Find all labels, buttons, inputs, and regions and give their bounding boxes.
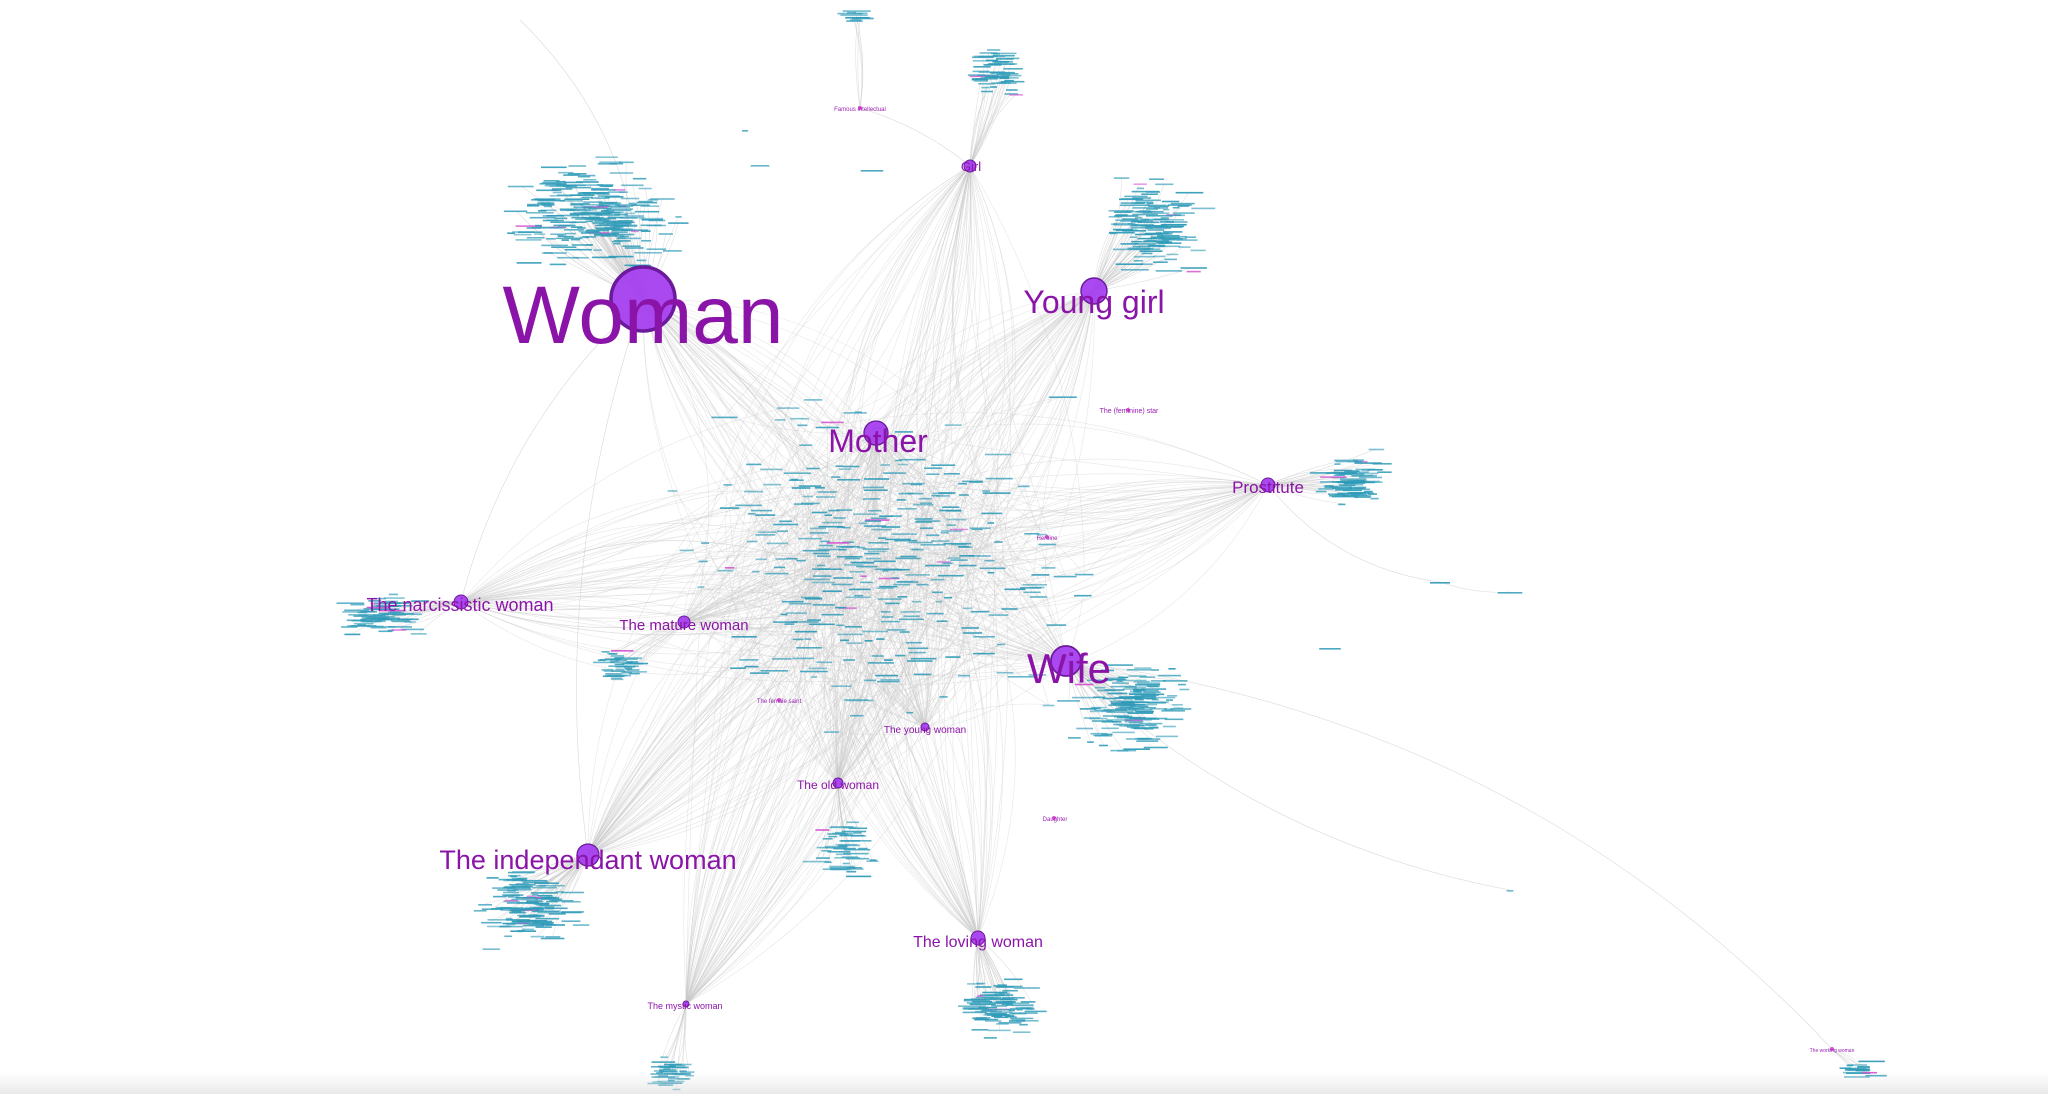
hub-node-young-girl[interactable] [1080, 277, 1108, 305]
hub-node-the-independant-woman[interactable] [576, 843, 600, 867]
leaf-node-layer [336, 10, 1887, 1091]
hub-node-prostitute[interactable] [1260, 477, 1276, 493]
hub-node-girl[interactable] [963, 159, 977, 173]
minor-node-heroine[interactable] [1045, 535, 1049, 539]
hub-label-woman[interactable]: Woman [502, 270, 783, 361]
hub-node-the-narcissistic-woman[interactable] [453, 594, 469, 610]
hub-label-the-loving-woman[interactable]: The loving woman [913, 934, 1043, 951]
hub-node-the-young-woman[interactable] [920, 722, 930, 732]
hub-node-the-loving-woman[interactable] [970, 930, 986, 946]
hub-label-the-mystic-woman[interactable]: The mystic woman [647, 1001, 722, 1011]
minor-node-the-female-saint[interactable] [777, 698, 781, 702]
hub-label-mother[interactable]: Mother [828, 423, 928, 459]
minor-node-daughter[interactable] [1052, 816, 1056, 820]
minor-label-heroine[interactable]: Heroine [1036, 536, 1058, 542]
hub-label-the-old-woman[interactable]: The old woman [797, 778, 879, 792]
minor-node-famous-intellectual[interactable] [858, 106, 862, 110]
hub-label-girl[interactable]: Girl [961, 159, 981, 174]
hub-label-wife[interactable]: Wife [1027, 645, 1111, 692]
minor-label-the-female-saint[interactable]: The female saint [757, 699, 802, 705]
hub-node-wife[interactable] [1050, 645, 1082, 677]
hub-label-the-independant-woman[interactable]: The independant woman [439, 845, 736, 875]
minor-label-daughter[interactable]: Daughter [1043, 817, 1068, 823]
hub-node-layer [453, 106, 1834, 1051]
minor-label-famous-intellectual[interactable]: Famous intellectual [834, 107, 886, 113]
hub-node-the-mature-woman[interactable] [677, 615, 691, 629]
hub-node-the-mystic-woman[interactable] [682, 1000, 690, 1008]
minor-label-the-working-woman[interactable]: The working woman [1810, 1048, 1855, 1054]
minor-node-the-working-woman[interactable] [1830, 1047, 1834, 1051]
hub-node-the-old-woman[interactable] [832, 777, 844, 789]
hub-node-mother[interactable] [863, 420, 889, 446]
hub-label-young-girl[interactable]: Young girl [1023, 284, 1164, 320]
minor-node-the-feminine-star[interactable] [1126, 408, 1130, 412]
hub-label-the-mature-woman[interactable]: The mature woman [619, 617, 748, 634]
hub-label-layer: Woman Young girl Wife Mother The indepen… [366, 107, 1854, 1054]
hub-label-prostitute[interactable]: Prostitute [1232, 478, 1304, 497]
minor-label-the-feminine-star[interactable]: The (feminine) star [1100, 408, 1159, 415]
hub-node-woman[interactable] [609, 265, 677, 333]
hub-label-the-young-woman[interactable]: The young woman [884, 725, 966, 736]
hub-label-the-narcissistic-woman[interactable]: The narcissistic woman [366, 595, 553, 615]
